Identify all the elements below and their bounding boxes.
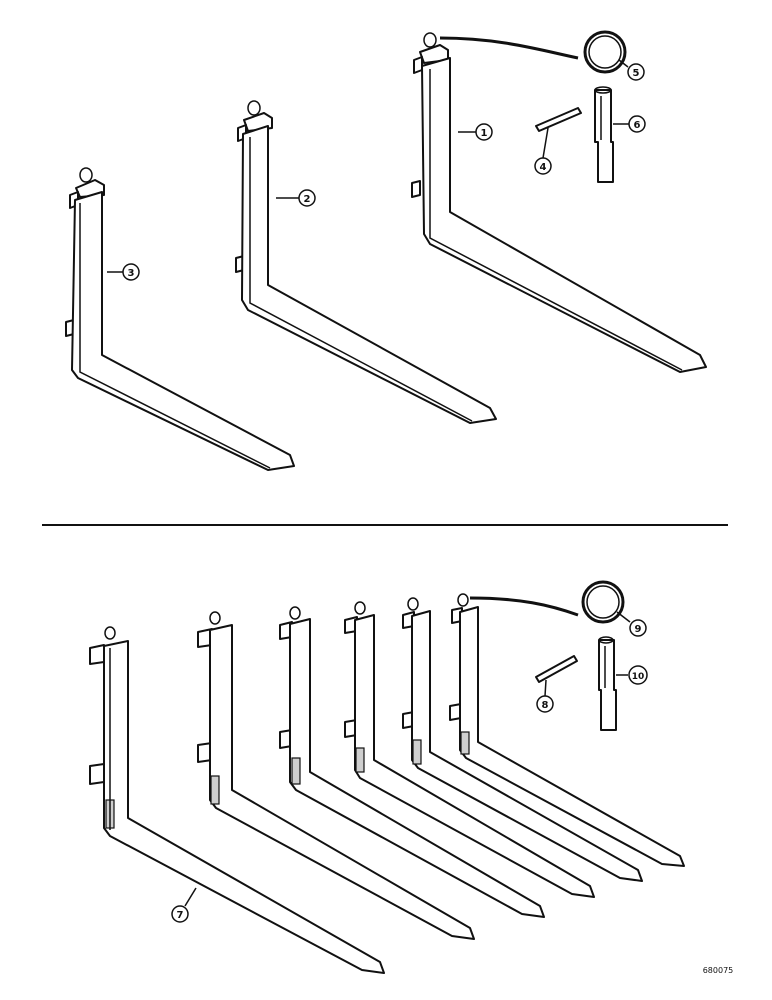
pin-8-body <box>535 655 578 683</box>
fork-3-eye <box>79 167 93 183</box>
pin-4 <box>535 107 582 159</box>
pin-8-leader <box>544 679 547 697</box>
fork-1 <box>411 32 707 373</box>
callout-2-label: 2 <box>304 194 311 205</box>
callout-6: 6 <box>628 115 646 133</box>
callout-4-circle <box>534 157 552 175</box>
fork-bottom-3-eye <box>289 606 301 620</box>
shaft-10-body <box>598 639 617 731</box>
callout-5-leader <box>618 59 629 68</box>
fork-bottom-5-eye <box>407 597 419 611</box>
callout-4: 4 <box>534 157 552 175</box>
fork-1-hook <box>419 44 449 64</box>
fork-7 <box>89 626 385 974</box>
fork-7-eye <box>104 626 116 640</box>
fork-3-body <box>71 191 295 471</box>
pin-8 <box>535 655 578 697</box>
fork-2-body <box>241 125 497 424</box>
callout-5: 5 <box>627 63 645 81</box>
fork-bottom-3-heel-plate <box>291 757 301 785</box>
callout-5-circle <box>627 63 645 81</box>
fork-bottom-6-heel-plate <box>460 731 470 755</box>
fork-1-edge <box>429 69 683 371</box>
fork-2-edge <box>249 137 473 422</box>
fork-bottom-4 <box>344 601 595 898</box>
fork-1-leader-to-ring <box>439 36 579 60</box>
callout-1-circle <box>475 123 493 141</box>
fork-1-clip-bottom <box>411 180 421 198</box>
ring-9-inner <box>586 585 620 619</box>
callout-1-label: 1 <box>481 128 488 139</box>
fork-bottom-2-eye <box>209 611 221 625</box>
fork-2 <box>235 100 497 424</box>
ring-9 <box>581 580 625 624</box>
fork-1-eye <box>423 32 437 48</box>
callout-8: 8 <box>536 695 554 713</box>
reference-number: 680075 <box>703 966 734 975</box>
fork-2-eye <box>247 100 261 116</box>
callout-10: 10 <box>628 665 648 685</box>
callout-9-circle <box>629 619 647 637</box>
callout-3-circle <box>122 263 140 281</box>
ring-5-inner <box>588 35 622 69</box>
fork-1-body <box>421 57 707 373</box>
callout-7-leader <box>184 887 197 907</box>
callout-1: 1 <box>475 123 493 141</box>
ring-5-outer <box>583 30 627 74</box>
callout-2: 2 <box>298 189 316 207</box>
callout-8-label: 8 <box>542 700 549 711</box>
fork-3-edge <box>79 203 271 469</box>
callout-10-circle <box>628 665 648 685</box>
fork-bottom-6-body <box>459 606 685 867</box>
fork-bottom-5-heel-plate <box>412 739 422 765</box>
callout-3: 3 <box>122 263 140 281</box>
callout-5-label: 5 <box>633 68 640 79</box>
ring-5 <box>583 30 627 74</box>
fork-bottom-6-eye <box>457 593 469 607</box>
callout-6-circle <box>628 115 646 133</box>
ring-9-outer <box>581 580 625 624</box>
callout-6-label: 6 <box>634 120 641 131</box>
fork-bottom-3 <box>279 606 545 918</box>
shaft-10 <box>598 636 617 731</box>
callout-7-label: 7 <box>177 910 184 921</box>
fork-bottom-2 <box>197 611 475 940</box>
shaft-10-top <box>598 636 614 644</box>
fork-bottom-2-heel-plate <box>210 775 220 805</box>
fork-3 <box>65 167 295 471</box>
pin-4-body <box>535 107 582 132</box>
callout-10-label: 10 <box>632 672 645 682</box>
callout-8-circle <box>536 695 554 713</box>
shaft-6 <box>594 86 614 183</box>
callout-9-leader <box>616 611 631 623</box>
fork-7-clip-bottom <box>89 763 105 785</box>
callout-9-label: 9 <box>635 624 642 635</box>
callout-7: 7 <box>171 905 189 923</box>
callout-4-label: 4 <box>540 162 547 173</box>
fork-bottom-4-body <box>354 614 595 898</box>
fork-7-clip-top <box>89 644 105 665</box>
fork-bottom-5 <box>402 597 643 882</box>
fork-bottom-6-leader-to-ring <box>469 596 579 617</box>
callout-7-circle <box>171 905 189 923</box>
fork-bottom-6 <box>449 593 685 867</box>
callout-3-label: 3 <box>128 268 135 279</box>
shaft-6-top <box>594 86 612 94</box>
fork-bottom-3-body <box>289 618 545 918</box>
fork-bottom-4-eye <box>354 601 366 615</box>
pin-4-leader <box>542 127 549 159</box>
fork-7-body <box>103 640 385 974</box>
callout-9: 9 <box>629 619 647 637</box>
shaft-6-body <box>594 89 614 183</box>
callout-2-circle <box>298 189 316 207</box>
fork-1-clip-top <box>413 56 423 74</box>
fork-bottom-4-heel-plate <box>355 747 365 773</box>
